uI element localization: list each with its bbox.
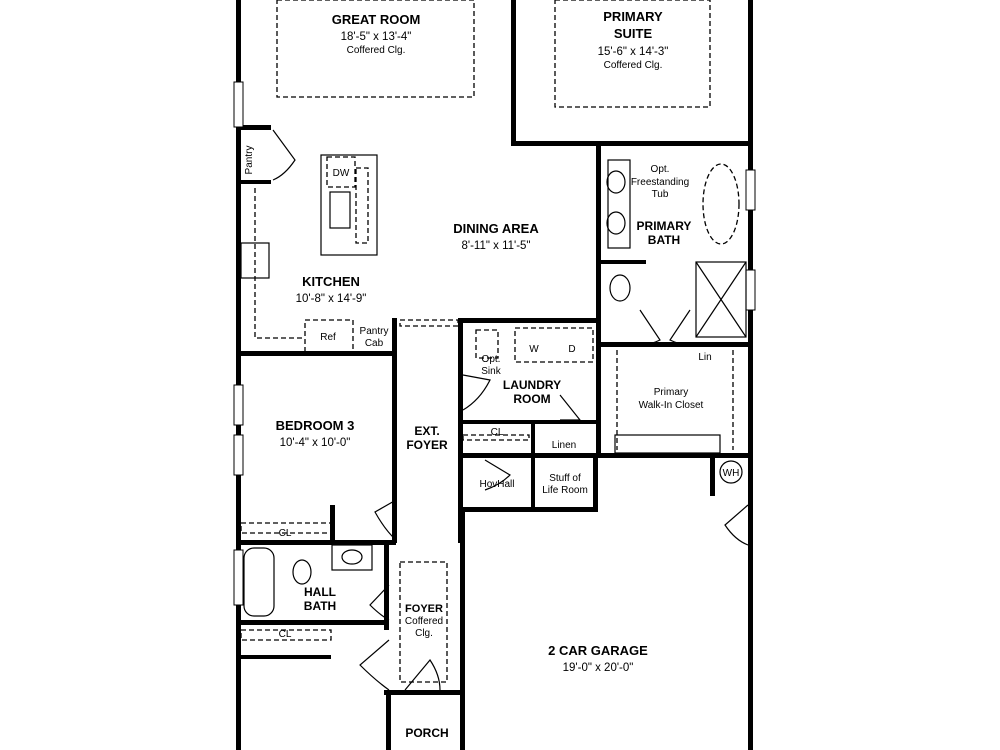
primary-suite-note: Coffered Clg. (604, 60, 663, 71)
bathtub-icon (243, 547, 275, 617)
doors[interactable] (272, 129, 749, 691)
ext-foyer-label-2: FOYER (406, 438, 448, 452)
stuff-label-2: Life Room (542, 485, 588, 496)
tub-label-3: Tub (652, 189, 669, 200)
kitchen-island (320, 154, 378, 256)
sink-icon (329, 191, 351, 229)
primary-suite-label: PRIMARY (603, 9, 663, 24)
hall-bath-label: HALL (304, 585, 336, 599)
great-room-note: Coffered Clg. (347, 45, 406, 56)
laundry-label-2: ROOM (513, 392, 550, 406)
refrigerator-label: Ref (320, 332, 336, 343)
closet-label-2: Walk-In Closet (639, 400, 704, 411)
dining-size: 8'-11" x 11'-5" (461, 240, 530, 252)
lin-label: Lin (698, 352, 711, 363)
closet-label-1: Primary (654, 387, 688, 398)
stuff-label-1: Stuff of (549, 473, 581, 484)
primary-suite-label-2: SUITE (614, 26, 653, 41)
kitchen-label: KITCHEN (302, 274, 360, 289)
laundry-label: LAUNDRY (503, 378, 561, 392)
toilet-icon-2 (292, 559, 312, 585)
toilet-icon (609, 274, 631, 302)
bedroom3-size: 10'-4" x 10'-0" (280, 437, 351, 449)
great-room-label: GREAT ROOM (332, 12, 421, 27)
garage-size: 19'-0" x 20'-0" (563, 662, 634, 674)
garage-label: 2 CAR GARAGE (548, 643, 648, 658)
primary-bath-label-2: BATH (648, 233, 680, 247)
closet-cl-3: CL (279, 629, 292, 640)
hall-bath-label-2: BATH (304, 599, 336, 613)
vanity (607, 159, 631, 249)
pantry-cab-label-1: Pantry (360, 326, 389, 337)
primary-bath-label: PRIMARY (637, 219, 692, 233)
tub-icon (702, 163, 740, 245)
foyer-label: FOYER (405, 603, 443, 615)
linen-label: Linen (552, 440, 576, 451)
bedroom3-label: BEDROOM 3 (276, 418, 355, 433)
closet-cl-2: CL (279, 528, 292, 539)
tub-label-1: Opt. (651, 164, 670, 175)
water-heater-label: WH (723, 468, 740, 479)
dishwasher-label: DW (333, 168, 350, 179)
hovhall-label: HovHall (479, 479, 514, 490)
ext-foyer-label: EXT. (414, 424, 439, 438)
windows (233, 81, 756, 606)
kitchen-size: 10'-8" x 14'-9" (296, 293, 367, 305)
foyer-note-1: Coffered (405, 616, 443, 627)
closet-cl-1: CL (491, 427, 504, 438)
dryer-label: D (568, 344, 575, 355)
ceiling-outlines (240, 0, 747, 683)
primary-suite-size: 15'-6" x 14'-3" (598, 46, 669, 58)
tub-label-2: Freestanding (631, 177, 689, 188)
opt-sink-label-2: Sink (481, 366, 501, 377)
pantry-cab-label-2: Cab (365, 338, 384, 349)
lavatory-icon (341, 549, 363, 565)
dining-label: DINING AREA (453, 221, 539, 236)
pantry-label: Pantry (244, 146, 255, 175)
water-heater-icon (719, 460, 743, 484)
shower-icon (695, 261, 747, 338)
great-room-size: 18'-5" x 13'-4" (341, 31, 412, 43)
porch-label: PORCH (405, 726, 448, 740)
washer-label: W (529, 344, 539, 355)
opt-sink-label-1: Opt. (482, 354, 501, 365)
walls (236, 0, 753, 750)
cooktop-icon (240, 242, 270, 279)
foyer-note-2: Clg. (415, 628, 433, 639)
